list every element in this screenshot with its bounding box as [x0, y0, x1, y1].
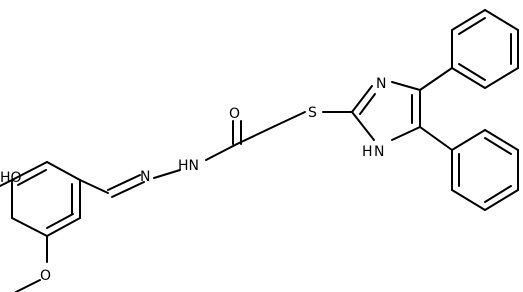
bond-n-ch-double-b	[111, 181, 145, 198]
bond-ph1-c	[484, 9, 519, 31]
atom-h-ring: H	[362, 144, 373, 160]
bond-ph1-inner-a	[458, 17, 486, 35]
bond-ch2-s	[274, 111, 306, 127]
bond-ph1-f	[451, 67, 486, 89]
atom-o-carbonyl: O	[229, 106, 240, 122]
atom-n-hydrazone: N	[140, 169, 150, 185]
atom-ho-phenol: HO	[0, 170, 22, 186]
atom-o-methoxy: O	[40, 268, 51, 284]
bond-carbonyl-ch2	[236, 125, 276, 145]
bond-ring-oh	[0, 179, 13, 187]
bond-n3-c4	[391, 81, 421, 91]
atom-hn-hydrazide: HN	[178, 158, 199, 174]
bond-ring1-e	[46, 217, 81, 237]
bond-ph2-b	[484, 129, 519, 151]
bond-c2-n3	[351, 85, 373, 113]
bond-c5-ph	[419, 126, 453, 151]
atom-n-imine: N	[376, 76, 386, 92]
bond-n1-c2	[351, 111, 375, 141]
bond-ch-ring	[79, 179, 109, 194]
bond-ph2-inner-a	[484, 137, 512, 155]
bond-c2-n3-double	[359, 93, 376, 115]
bond-nh-n	[153, 169, 181, 179]
bond-ph2-d	[484, 189, 519, 211]
atom-n-ring: N	[374, 144, 384, 160]
bonds	[0, 9, 519, 292]
bond-carbonyl-nh	[205, 143, 238, 161]
bond-ph2-a	[451, 129, 486, 151]
bond-ring1-b	[11, 161, 48, 181]
bond-ph2-inner-b	[484, 185, 512, 203]
bond-ring1-d	[11, 217, 48, 237]
bond-ph2-e	[451, 189, 486, 211]
bond-ring1-inner-a	[17, 169, 47, 186]
atom-labels: O S N H N HN N HO O	[0, 76, 386, 284]
bond-ph1-b	[451, 9, 486, 31]
bond-ph1-inner-c	[458, 63, 486, 81]
bond-ring1-inner-b	[46, 213, 74, 229]
bond-ph1-e	[484, 67, 519, 89]
bond-ring1-a	[46, 161, 81, 181]
bond-c5-n1	[391, 126, 421, 141]
bond-ome-ch3	[15, 279, 41, 292]
bond-c4-ph	[419, 67, 453, 91]
bond-n-ch-double-a	[107, 174, 141, 191]
atom-s-thioether: S	[308, 105, 317, 121]
